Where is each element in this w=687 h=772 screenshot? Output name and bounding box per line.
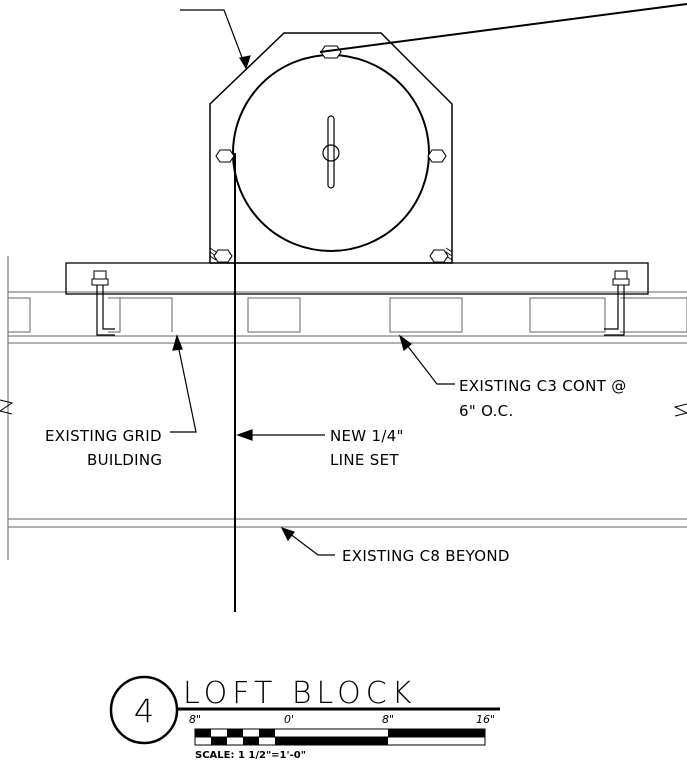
scale-text: SCALE: 1 1/2"=1'-0" <box>195 750 306 761</box>
scale-tick-label: 8" <box>189 713 201 726</box>
callout-existing-c3-line2: 6" O.C. <box>459 402 514 420</box>
c3-channel <box>8 297 31 333</box>
hex-bolts <box>213 45 449 263</box>
c3-channel <box>108 297 173 333</box>
line-set-cable <box>234 3 687 612</box>
c3-channel <box>389 297 463 333</box>
title-block: 4 LOFT BLOCK 8" 0' 8" 16" SCALE: 1 1/2"=… <box>109 675 500 761</box>
leader-lines <box>170 9 455 556</box>
c3-channel <box>620 297 687 333</box>
hex-bolt <box>213 249 233 263</box>
graphic-scale-bar <box>194 728 486 746</box>
detail-number: 4 <box>134 692 154 730</box>
c3-channel <box>247 297 301 333</box>
detail-title: LOFT BLOCK <box>183 676 416 711</box>
sheave-wheel <box>232 54 430 252</box>
housing-flange-hatch <box>209 247 453 261</box>
callout-existing-c3-line1: EXISTING C3 CONT @ <box>459 377 627 395</box>
hex-bolt <box>427 149 447 163</box>
scale-tick-label: 0' <box>284 713 294 726</box>
scale-tick-label: 16" <box>476 713 495 726</box>
scale-tick-label: 8" <box>382 713 394 726</box>
callout-existing-grid-building-line1: EXISTING GRID <box>45 427 162 445</box>
callout-existing-c8-beyond: EXISTING C8 BEYOND <box>342 547 510 565</box>
base-plate <box>65 262 649 295</box>
hex-bolt <box>215 149 235 163</box>
callout-new-line-set-line1: NEW 1/4" <box>330 427 404 445</box>
building-structure-lines <box>0 256 687 560</box>
callout-existing-grid-building-line2: BUILDING <box>87 451 162 469</box>
axle <box>322 115 340 189</box>
j-bolt-right <box>604 270 630 336</box>
j-bolt-left <box>91 270 115 336</box>
c3-channels <box>8 297 687 333</box>
loft-block-housing <box>209 32 453 264</box>
hex-bolt <box>429 249 449 263</box>
callout-new-line-set-line2: LINE SET <box>330 451 399 469</box>
c3-channel <box>529 297 606 333</box>
